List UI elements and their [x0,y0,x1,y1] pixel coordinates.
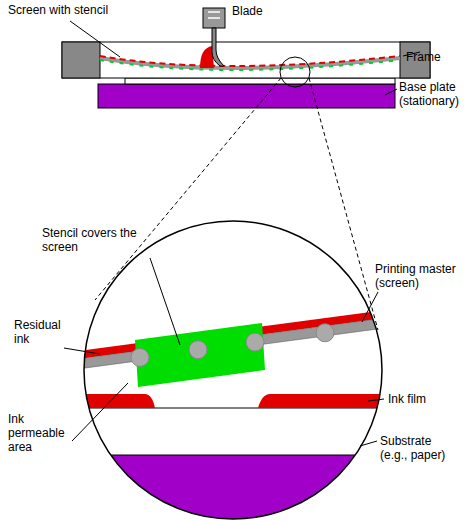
leader-line [64,348,100,354]
screen-ink [100,56,400,66]
ink-film-right [258,394,390,408]
part-label: Ink permeable area [8,412,78,454]
leader-line [72,383,128,441]
frame-block [62,42,100,78]
zoom-circle [84,221,382,519]
blade-holder [203,8,225,28]
zoom-marker [280,57,310,87]
leader-line [362,292,378,322]
leader-line [368,399,384,401]
leader-line [70,21,120,57]
mesh-thread [189,341,207,359]
plate-edge [80,455,390,456]
part-label: Substrate (e.g., paper) [380,434,460,462]
stencil [135,323,265,387]
mesh-thread [246,333,264,351]
mesh-thread [316,324,334,342]
blade [212,28,224,66]
leader-line [360,441,377,446]
base-plate-detail [80,455,390,521]
part-label: Base plate (stationary) [399,80,463,108]
zoom-detail [70,220,400,521]
part-label: Stencil covers the screen [42,226,152,254]
frame-body [62,42,430,78]
ink-film-left [80,394,155,408]
part-label: Ink film [388,392,426,406]
part-label: Frame [406,50,441,64]
leader-line [150,258,180,345]
mesh-thread [131,348,149,366]
part-label: Blade [232,4,263,18]
part-label: Residual ink [14,318,74,346]
base-plate [98,84,395,108]
blade-holder-detail [208,12,220,18]
part-label: Screen with stencil [8,3,108,17]
part-label: Printing master (screen) [375,262,463,290]
leader-line [385,89,397,95]
substrate [125,78,395,84]
screen-stencil [100,60,400,70]
